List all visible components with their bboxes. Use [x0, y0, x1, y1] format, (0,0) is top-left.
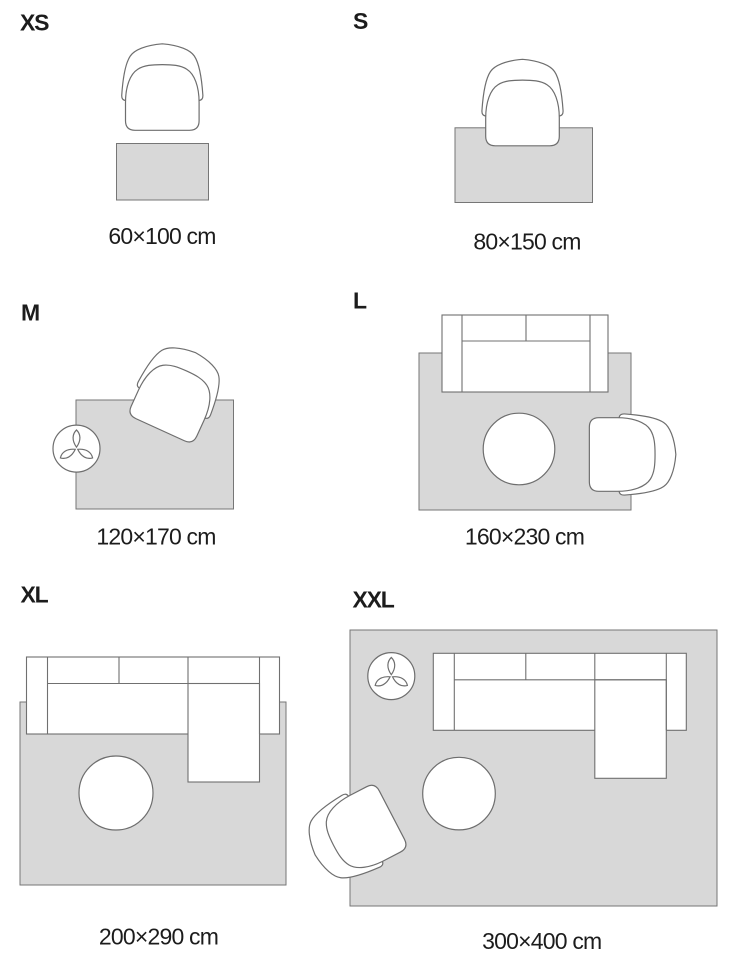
svg-text:M: M	[21, 299, 39, 325]
svg-text:120×170 cm: 120×170 cm	[96, 523, 215, 549]
svg-text:80×150 cm: 80×150 cm	[473, 228, 580, 254]
svg-text:S: S	[353, 8, 368, 34]
svg-text:200×290 cm: 200×290 cm	[99, 923, 218, 949]
svg-text:XS: XS	[20, 9, 49, 35]
svg-text:160×230 cm: 160×230 cm	[465, 523, 584, 549]
svg-text:60×100 cm: 60×100 cm	[108, 223, 215, 249]
svg-text:XXL: XXL	[353, 587, 395, 613]
svg-text:XL: XL	[21, 582, 49, 608]
svg-text:300×400 cm: 300×400 cm	[482, 928, 601, 954]
svg-text:L: L	[353, 288, 367, 314]
